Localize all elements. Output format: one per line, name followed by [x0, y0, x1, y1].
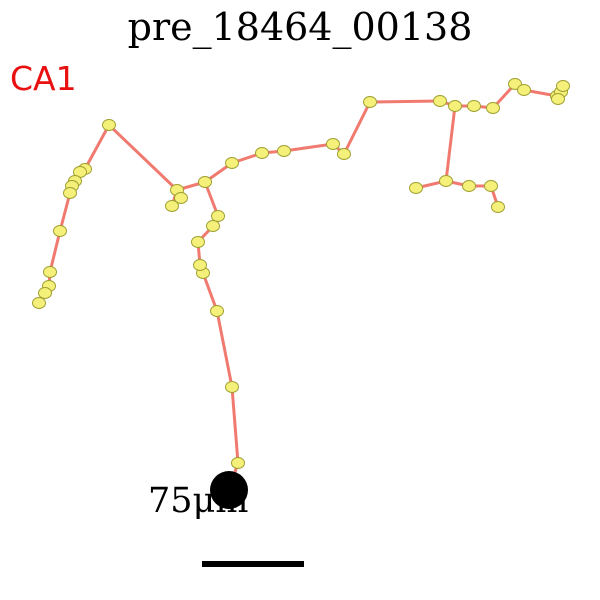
- dendrite-node: [556, 80, 570, 92]
- dendrite-node: [409, 182, 423, 194]
- dendrite-branch: [37, 123, 179, 304]
- dendrite-node: [255, 147, 269, 159]
- dendrite-node: [231, 457, 245, 469]
- dendrite-nodes: [32, 78, 570, 469]
- dendrite-node: [225, 381, 239, 393]
- dendrite-node: [462, 180, 476, 192]
- dendrite-node: [225, 157, 239, 169]
- soma: [210, 471, 248, 509]
- dendrite-branch: [196, 82, 565, 491]
- dendrite-branch: [445, 179, 500, 208]
- dendrite-node: [38, 287, 52, 299]
- dendrite-node: [363, 96, 377, 108]
- dendrite-node: [337, 148, 351, 160]
- dendrite-node: [551, 93, 565, 105]
- dendrite-node: [193, 259, 207, 271]
- dendrite-node: [326, 138, 340, 150]
- dendrite-node: [32, 297, 46, 309]
- dendrite-node: [53, 225, 67, 237]
- dendrite-node: [439, 175, 453, 187]
- dendrite-node: [486, 102, 500, 114]
- dendrite-node: [191, 236, 205, 248]
- dendrite-node: [211, 210, 225, 222]
- region-label: CA1: [10, 59, 77, 98]
- scale-bar: [202, 561, 304, 567]
- dendrite-node: [165, 200, 179, 212]
- dendrite-node: [277, 145, 291, 157]
- figure-title: pre_18464_00138: [128, 5, 473, 50]
- dendrite-node: [63, 187, 77, 199]
- dendrite-node: [448, 100, 462, 112]
- dendrite-node: [467, 100, 481, 112]
- dendrite-node: [43, 266, 57, 278]
- dendrite-branches: [37, 82, 565, 491]
- dendrite-node: [102, 119, 116, 131]
- dendrite-node: [433, 95, 447, 107]
- dendrite-node: [210, 305, 224, 317]
- dendrite-node: [206, 220, 220, 232]
- scale-bar-label: 75μm: [148, 481, 248, 521]
- dendrite-node: [174, 192, 188, 204]
- dendrite-node: [491, 201, 505, 213]
- dendrite-node: [517, 84, 531, 96]
- dendrite-node: [198, 176, 212, 188]
- dendrite-node: [484, 180, 498, 192]
